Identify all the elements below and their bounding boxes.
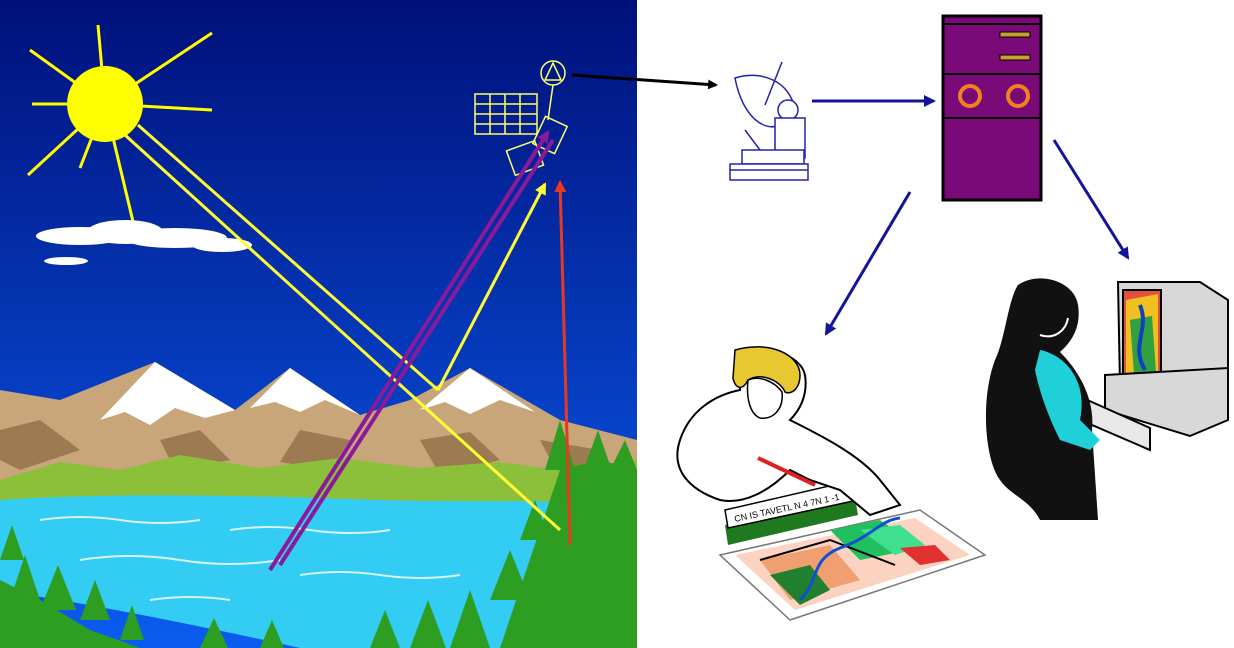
lake-emission-ray [268,130,550,572]
map-ruler [725,498,858,545]
data-arrow-to-analyst [1052,139,1130,260]
lake-ripples [39,516,461,601]
cloud [36,220,252,265]
lake-emission-ray [278,138,555,567]
landscape-panel [0,0,718,648]
forest-emission-ray [554,180,572,546]
solar-ray [123,133,562,532]
downlink-arrow [571,73,718,90]
red-pen [757,456,816,487]
sun-icon [26,24,213,231]
satellite-icon [474,60,569,177]
solar-ray [137,123,439,392]
data-arrow-to-map [824,191,912,336]
satellite-dish-icon [729,61,809,181]
computer-tower-icon [941,14,1043,202]
person-at-computer-icon [985,278,1229,520]
person-drawing-map-icon: CN IS TAVETL N 4 7N 1 -1 [676,346,987,621]
processing-panel: CN IS TAVETL N 4 7N 1 -1 [676,14,1229,621]
incident-and-reflected-rays [123,123,572,572]
reflected-ray [436,182,547,391]
forest [0,420,637,648]
lake [0,495,637,648]
